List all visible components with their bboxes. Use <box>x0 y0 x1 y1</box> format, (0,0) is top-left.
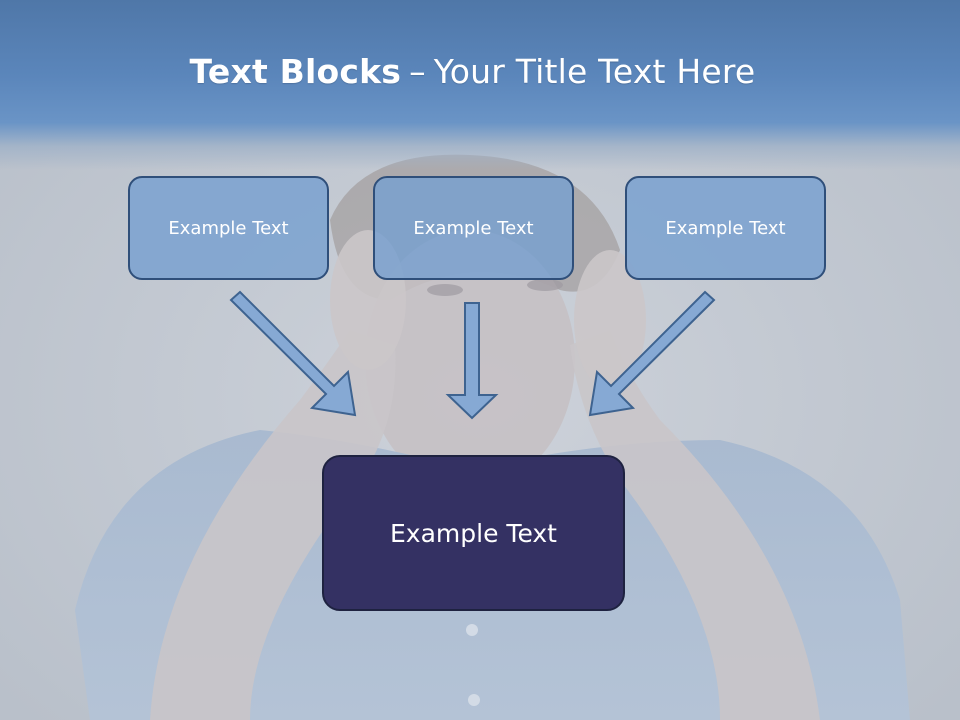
header-band <box>0 0 960 170</box>
text-block-2-label: Example Text <box>413 217 534 239</box>
slide-title: Text Blocks–Your Title Text Here <box>0 52 945 91</box>
text-block-1-label: Example Text <box>168 217 289 239</box>
title-rest: Your Title Text Here <box>433 52 756 91</box>
text-block-1[interactable]: Example Text <box>128 176 329 280</box>
title-bold: Text Blocks <box>189 52 402 91</box>
text-block-3[interactable]: Example Text <box>625 176 826 280</box>
target-block[interactable]: Example Text <box>322 455 625 611</box>
arrow-left <box>229 290 357 417</box>
arrow-middle <box>445 302 499 420</box>
arrow-right <box>588 290 716 417</box>
text-block-3-label: Example Text <box>665 217 786 239</box>
target-block-label: Example Text <box>390 518 557 548</box>
text-block-2[interactable]: Example Text <box>373 176 574 280</box>
title-separator: – <box>409 52 426 91</box>
